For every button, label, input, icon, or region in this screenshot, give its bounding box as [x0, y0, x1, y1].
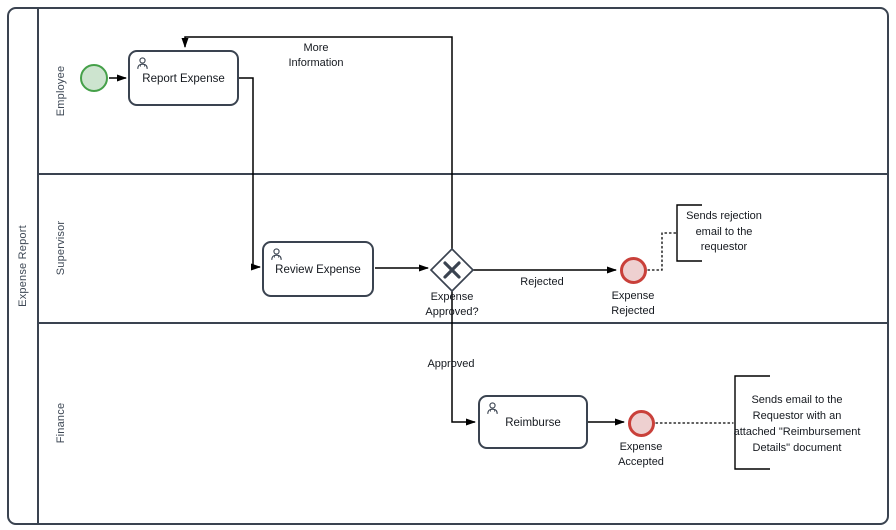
lane-label-employee[interactable]: Employee	[55, 65, 67, 117]
start-event[interactable]	[80, 64, 108, 92]
pool-label[interactable]: Expense Report	[17, 225, 29, 307]
flow-label-rejected: Rejected	[520, 276, 564, 288]
lane-label-finance[interactable]: Finance	[55, 402, 67, 444]
task-label: Reimburse	[505, 417, 561, 429]
user-task-icon	[137, 57, 148, 69]
user-task-icon	[487, 402, 498, 414]
flow-label-more-information: More Information	[288, 42, 344, 69]
user-task-icon	[271, 248, 282, 260]
flow-report-to-review-expense	[239, 77, 261, 271]
pool-expense-report[interactable]	[7, 7, 889, 525]
flow-label-approved: Approved	[427, 358, 475, 370]
association-rejected-annotation	[647, 232, 677, 271]
gateway-x-icon	[443, 261, 461, 279]
annotation-bracket-reimbursement[interactable]	[734, 375, 770, 470]
task-report-expense[interactable]: Report Expense	[128, 50, 239, 106]
end-event-label-accepted: Expense Accepted	[618, 441, 664, 468]
annotation-text-reimbursement: Sends email to the Requestor with an att…	[733, 394, 861, 454]
flow-gateway-approved-to-reimburse	[451, 291, 476, 426]
task-review-expense[interactable]: Review Expense	[262, 241, 374, 297]
end-event-expense-rejected[interactable]	[620, 257, 647, 284]
lane-label-supervisor[interactable]: Supervisor	[55, 220, 67, 276]
task-label: Report Expense	[142, 73, 225, 85]
end-event-label-rejected: Expense Rejected	[611, 290, 655, 317]
annotation-bracket-rejection[interactable]	[676, 204, 702, 262]
task-reimburse[interactable]: Reimburse	[478, 395, 588, 449]
task-label: Review Expense	[275, 264, 361, 276]
end-event-expense-accepted[interactable]	[628, 410, 655, 437]
annotation-text-rejection: Sends rejection email to the requestor	[686, 210, 762, 253]
flow-more-information-back-to-report	[181, 36, 453, 249]
gateway-label: Expense Approved?	[425, 291, 479, 318]
